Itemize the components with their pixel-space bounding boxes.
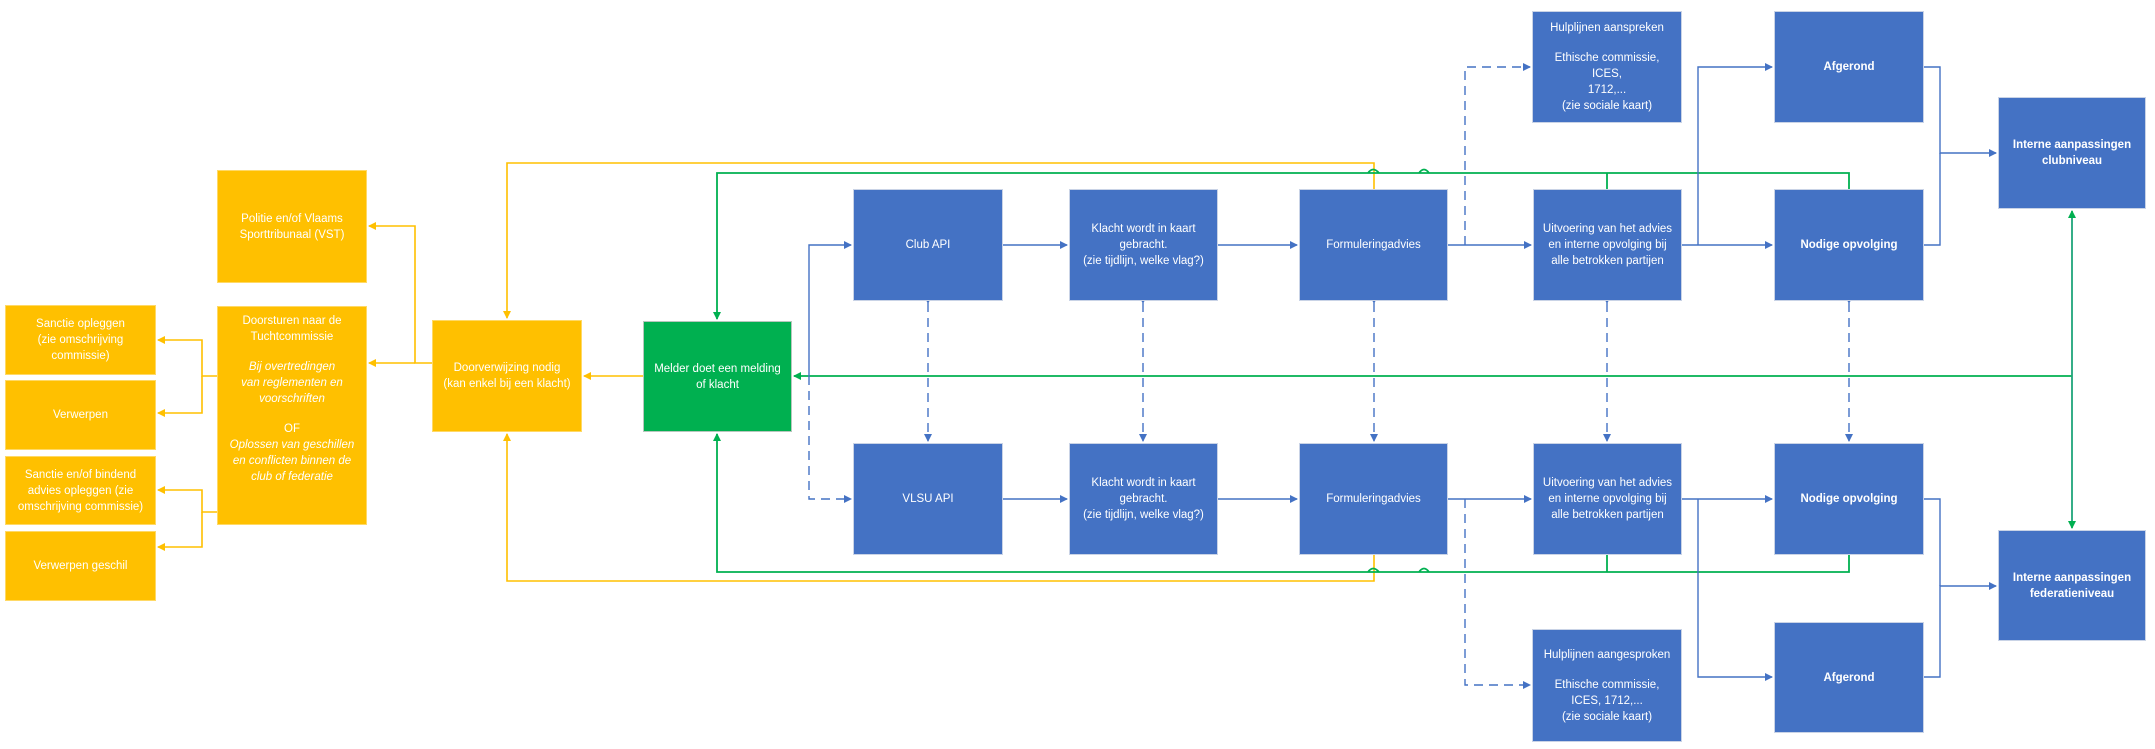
node-text: VLSU API (902, 493, 954, 505)
node-text: Formuleringadvies (1326, 493, 1421, 505)
node-text: Politie en/of Vlaams (241, 212, 343, 225)
node-sanctie-bindend: Sanctie en/of bindend advies opleggen (z… (5, 456, 156, 525)
edge-tucht-to-verwerpen-geschil (157, 512, 203, 551)
node-text: (zie tijdlijn, welke vlag?) (1083, 255, 1204, 267)
node-text: Melder doet een melding (654, 362, 781, 375)
node-text: omschrijving commissie) (17, 500, 144, 513)
node-text: voorschriften (259, 393, 325, 405)
edge-bottom-feedback-to-melder (713, 433, 1850, 573)
node-nodige-bottom: Nodige opvolging (1774, 443, 1924, 555)
node-text: Hulplijnen aanspreken (1550, 22, 1664, 34)
node-text: en conflicten binnen de (232, 455, 352, 467)
node-text: Ethische commissie, (1554, 678, 1660, 691)
node-nodige-top: Nodige opvolging (1774, 189, 1924, 301)
node-text: (zie tijdlijn, welke vlag?) (1083, 509, 1204, 521)
node-formulering-top: Formuleringadvies (1299, 189, 1448, 301)
node-text: ICES, 1712,... (1571, 694, 1643, 707)
node-text: Hulplijnen aangesproken (1543, 648, 1671, 661)
node-uitvoering-top: Uitvoering van het advies en interne opv… (1533, 189, 1682, 301)
node-text: Verwerpen (53, 409, 108, 421)
node-klacht-top: Klacht wordt in kaart gebracht. (zie tij… (1069, 189, 1218, 301)
node-text: Doorsturen naar de (242, 315, 342, 327)
node-text: Bij overtredingen (248, 361, 336, 373)
edge-tucht-to-sanctie-bindend (157, 486, 217, 513)
node-text: Nodige opvolging (1800, 239, 1898, 251)
node-text: alle betrokken partijen (1551, 255, 1664, 267)
node-text: Afgerond (1823, 61, 1875, 73)
node-text: alle betrokken partijen (1551, 509, 1664, 521)
edge-tucht-to-sanctie (157, 336, 217, 377)
edge-doorverwijzing-to-politie (368, 222, 432, 364)
node-text: Nodige opvolging (1800, 493, 1898, 505)
node-text: Interne aanpassingen (2012, 139, 2132, 151)
edge-uitvoering-to-afgerond-bottom (1697, 499, 1773, 681)
node-politie-vst: Politie en/of Vlaams Sporttribunaal (VST… (217, 170, 367, 283)
node-text: federatieniveau (2029, 587, 2115, 600)
node-interne-fed: Interne aanpassingen federatieniveau (1998, 530, 2146, 641)
node-text: (kan enkel bij een klacht) (443, 378, 571, 390)
edge-formulering-to-hulplijnen-dashed (1464, 63, 1531, 245)
edge-afgerond-to-interne-club (1924, 66, 1997, 157)
edge-afgerond-to-interne-fed (1924, 582, 1997, 678)
node-hulplijnen-top: Hulplijnen aanspreken Ethische commissie… (1532, 11, 1682, 123)
node-text: Formuleringadvies (1326, 239, 1421, 251)
node-text: Doorverwijzing nodig (453, 362, 561, 374)
node-vlsu-api: VLSU API (853, 443, 1003, 555)
node-text: clubniveau (2041, 155, 2103, 167)
node-text: commissie) (51, 350, 110, 362)
node-text: club of federatie (251, 471, 333, 483)
node-text: Sanctie en/of bindend (24, 468, 137, 481)
node-text: Interne aanpassingen (2012, 571, 2132, 584)
node-text: 1712,... (1587, 84, 1627, 96)
node-text: Tuchtcommissie (250, 331, 334, 343)
node-text: Uitvoering van het advies (1542, 477, 1673, 489)
node-text: advies opleggen (zie (27, 484, 134, 497)
node-interne-club: Interne aanpassingen clubniveau (1998, 97, 2146, 209)
node-text: Ethische commissie, ICES, (1554, 52, 1660, 80)
node-text: Club API (905, 239, 951, 251)
node-formulering-bottom: Formuleringadvies (1299, 443, 1448, 555)
node-text: (zie sociale kaart) (1561, 100, 1653, 112)
node-text: gebracht. (1119, 493, 1168, 505)
edge-top-feedback-to-melder (713, 168, 1850, 320)
node-text: Afgerond (1823, 671, 1875, 684)
node-text: OF (284, 423, 300, 435)
node-club-api: Club API (853, 189, 1003, 301)
node-text: van reglementen en (241, 377, 343, 389)
node-text: (zie sociale kaart) (1561, 710, 1653, 723)
node-text: Klacht wordt in kaart (1091, 477, 1196, 489)
edge-melder-to-club-api (808, 241, 852, 376)
node-melder: Melder doet een melding of klacht (643, 321, 792, 432)
node-tuchtcommissie: Doorsturen naar de Tuchtcommissie Bij ov… (217, 306, 367, 525)
node-afgerond-top: Afgerond (1774, 11, 1924, 123)
node-text: gebracht. (1119, 239, 1168, 251)
node-text: en interne opvolging bij (1548, 493, 1667, 505)
node-text: Verwerpen geschil (33, 560, 128, 572)
edge-formulering-top-to-doorverwijzing (503, 162, 1375, 319)
node-sanctie-opleggen: Sanctie opleggen (zie omschrijving commi… (5, 305, 156, 375)
node-hulplijnen-bottom: Hulplijnen aangesproken Ethische commiss… (1532, 629, 1682, 742)
node-text: Sporttribunaal (VST) (239, 228, 345, 241)
node-text: of klacht (696, 378, 739, 391)
edge-formulering-to-hulplijnen-bottom-dashed (1464, 499, 1531, 689)
node-uitvoering-bottom: Uitvoering van het advies en interne opv… (1533, 443, 1682, 555)
edge-tucht-to-verwerpen (157, 376, 203, 417)
node-text: (zie omschrijving (37, 334, 124, 346)
node-text: Klacht wordt in kaart (1091, 223, 1196, 235)
edge-nodige-to-interne-club (1924, 153, 1941, 246)
node-text: Oplossen van geschillen (229, 439, 355, 451)
edge-uitvoering-to-afgerond (1697, 63, 1773, 245)
node-text: Uitvoering van het advies (1542, 223, 1673, 235)
node-klacht-bottom: Klacht wordt in kaart gebracht. (zie tij… (1069, 443, 1218, 555)
node-text: Sanctie opleggen (36, 318, 125, 330)
edge-melder-to-vlsu-dashed (808, 376, 852, 503)
node-doorverwijzing: Doorverwijzing nodig (kan enkel bij een … (432, 320, 582, 432)
node-verwerpen: Verwerpen (5, 380, 156, 450)
node-verwerpen-geschil: Verwerpen geschil (5, 531, 156, 601)
node-text: en interne opvolging bij (1548, 239, 1667, 251)
node-afgerond-bottom: Afgerond (1774, 622, 1924, 733)
edge-nodige-to-interne-fed (1924, 498, 1941, 586)
